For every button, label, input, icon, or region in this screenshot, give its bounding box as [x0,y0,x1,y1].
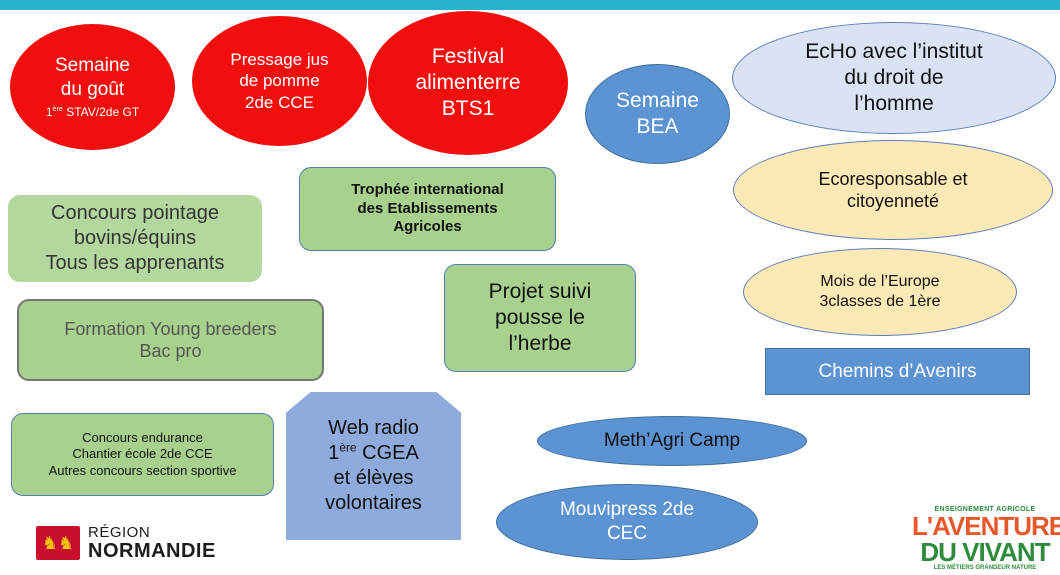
projet-herbe-line2: pousse le [495,305,585,329]
mois-europe-bubble: Mois de l’Europe 3classes de 1ère [743,248,1017,336]
concours-endurance-line1: Concours endurance [82,430,203,446]
concours-pointage-line2: bovins/équins [73,227,197,249]
web-radio-line2: 1ère CGEA [328,440,419,464]
semaine-bea-line1: Semaine [616,88,699,112]
concours-pointage-box: Concours pointage bovins/équins Tous les… [8,195,262,282]
concours-endurance-line2: Chantier école 2de CCE [72,446,213,462]
semaine-du-gout-classes: 1ère STAV/2de GT [45,104,140,120]
projet-herbe-line3: l’herbe [508,332,572,356]
festival-line3: BTS1 [441,97,495,121]
semaine-bea-bubble: Semaine BEA [585,64,730,164]
concours-endurance-box: Concours endurance Chantier école 2de CC… [11,413,274,496]
ecoresponsable-line2: citoyenneté [846,191,940,211]
methagri-camp-bubble: Meth’Agri Camp [537,416,807,466]
aventure-logo-top: ENSEIGNEMENT AGRICOLE [934,506,1036,513]
trophee-line3: Agricoles [393,218,462,236]
pressage-line2: de pomme [239,71,320,91]
region-normandie-logo: ♞♞ RÉGION NORMANDIE [36,525,216,562]
semaine-bea-line2: BEA [636,115,679,138]
concours-pointage-line3: Tous les apprenants [45,252,225,274]
semaine-du-gout-line1: Semaine [55,54,130,76]
trophee-international-box: Trophée international des Etablissements… [299,167,556,251]
region-logo-line2: NORMANDIE [88,539,216,562]
festival-line2: alimenterre [415,70,521,94]
projet-pousse-herbe-box: Projet suivi pousse le l’herbe [444,264,636,372]
pressage-line1: Pressage jus [230,50,329,70]
echo-line2: du droit de [844,65,944,89]
semaine-du-gout-line2: du goût [60,78,125,100]
festival-alimenterre-bubble: Festival alimenterre BTS1 [368,11,568,155]
aventure-logo-line2: DU VIVANT [920,537,1050,567]
concours-endurance-line3: Autres concours section sportive [48,462,237,478]
mois-europe-line1: Mois de l’Europe [820,273,940,290]
ecoresponsable-bubble: Ecoresponsable et citoyenneté [733,140,1053,240]
trophee-line1: Trophée international [351,180,504,198]
mouvipress-line1: Mouvipress 2de [559,499,695,521]
normandy-flag-icon: ♞♞ [36,526,80,561]
mouvipress-bubble: Mouvipress 2de CEC [496,484,758,560]
echo-line1: EcHo avec l’institut [805,39,983,63]
formation-young-line1: Formation Young breeders [64,318,277,339]
concours-pointage-line1: Concours pointage [51,202,219,224]
formation-young-breeders-box: Formation Young breeders Bac pro [17,299,324,381]
mouvipress-line2: CEC [606,523,648,544]
region-logo-line1: RÉGION [88,524,151,541]
projet-herbe-line1: Projet suivi [488,279,592,303]
formation-young-line2: Bac pro [139,341,202,361]
semaine-du-gout-bubble: Semaine du goût 1ère STAV/2de GT [10,24,175,150]
trophee-line2: des Etablissements [357,199,498,217]
ecoresponsable-line1: Ecoresponsable et [818,168,968,189]
pressage-jus-bubble: Pressage jus de pomme 2de CCE [192,16,367,146]
web-radio-line4: volontaires [325,492,422,514]
web-radio-line3: et élèves [333,467,414,489]
aventure-du-vivant-logo: ENSEIGNEMENT AGRICOLE L'AVENTURE DU VIVA… [912,506,1060,571]
echo-line3: l’homme [854,92,934,116]
chemins-davenirs-box: Chemins d’Avenirs [765,348,1030,395]
methagri-label: Meth’Agri Camp [603,430,741,452]
aventure-logo-bottom: LES MÉTIERS GRANDEUR NATURE [933,565,1037,571]
pressage-line3: 2de CCE [245,92,314,112]
echo-droit-homme-bubble: EcHo avec l’institut du droit de l’homme [732,22,1056,134]
web-radio-line1: Web radio [328,417,419,439]
festival-line1: Festival [431,44,505,68]
web-radio-box: Web radio 1ère CGEA et élèves volontaire… [286,392,461,540]
aventure-logo-line1: L'AVENTURE [912,511,1060,541]
mois-europe-line2: 3classes de 1ère [819,293,941,310]
top-accent-bar [0,0,1060,10]
chemins-label: Chemins d’Avenirs [818,360,977,382]
